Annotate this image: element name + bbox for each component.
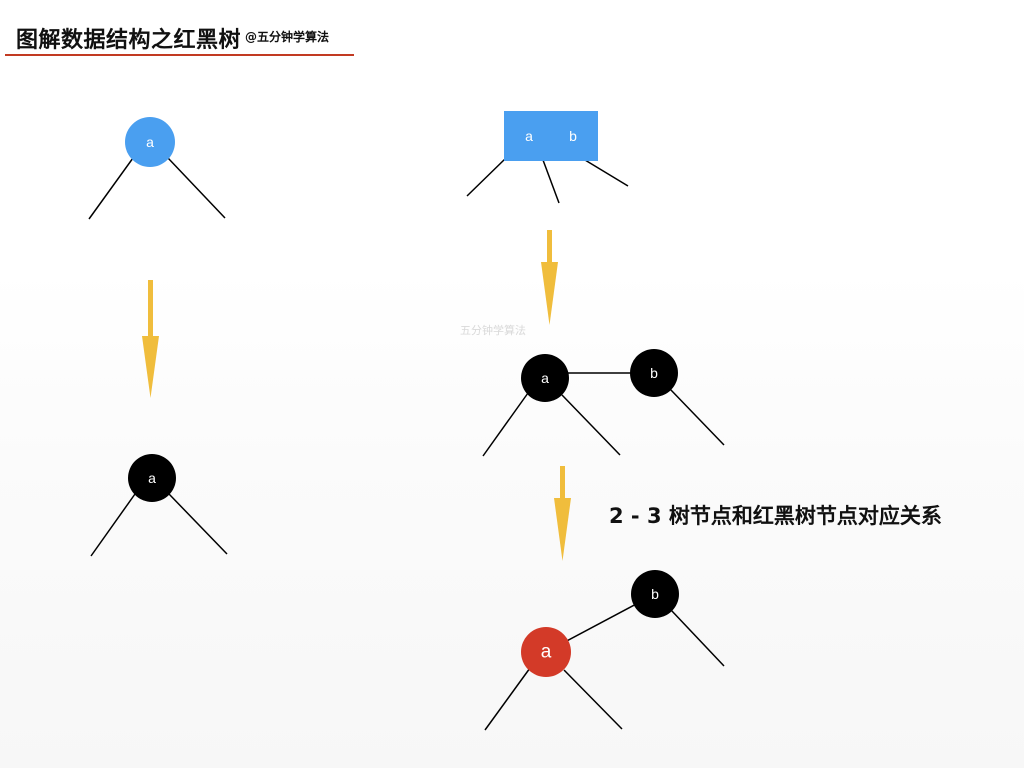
right-top-arrow-head [541, 262, 558, 325]
red-black-group: b a [484, 570, 725, 731]
two-node-group: a [88, 117, 226, 220]
red-a [521, 627, 571, 677]
two-node-right-edge [167, 157, 226, 219]
black-pair-a-left-edge [482, 392, 529, 457]
red-a-right-edge [563, 669, 623, 730]
black-b-right-edge [670, 609, 725, 667]
right-bottom-arrow-head [554, 498, 571, 561]
watermark-text: 五分钟学算法 [460, 324, 526, 337]
left-arrow-head [142, 336, 159, 398]
red-a-label: a [541, 642, 552, 663]
two-node-left-edge [88, 157, 134, 220]
black-pair-a-label: a [541, 370, 549, 386]
black-pair-b [630, 349, 678, 397]
page-subtitle: @五分钟学算法 [245, 30, 330, 44]
black-single-a-label: a [148, 470, 156, 486]
black-pair-group: a b [482, 349, 725, 457]
page-title: 图解数据结构之红黑树 [16, 28, 242, 53]
three-node-left-edge [466, 157, 507, 197]
black-b-final-label: b [651, 586, 659, 602]
black-single-group: a [90, 454, 228, 557]
header-underline [5, 54, 354, 56]
two-node-a [125, 117, 175, 167]
three-node-b-label: b [569, 128, 577, 144]
three-node-box [504, 111, 598, 161]
three-node-group: a b [466, 111, 629, 204]
black-pair-a-right-edge [561, 394, 621, 456]
red-a-left-edge [484, 667, 531, 731]
black-pair-b-label: b [650, 365, 658, 381]
right-bottom-arrow-shaft [560, 466, 565, 500]
three-node-right-edge [584, 159, 629, 187]
header: 图解数据结构之红黑树 @五分钟学算法 [16, 18, 329, 54]
left-arrow-shaft [148, 280, 153, 338]
left-arrow [142, 280, 159, 398]
diagram-caption: 2 - 3 树节点和红黑树节点对应关系 [609, 504, 942, 528]
black-pair-a [521, 354, 569, 402]
black-b-final [631, 570, 679, 618]
black-single-right-edge [168, 493, 228, 555]
two-node-a-label: a [146, 134, 154, 150]
right-top-arrow [541, 230, 558, 325]
black-single-a [128, 454, 176, 502]
black-single-left-edge [90, 493, 136, 557]
right-bottom-arrow [554, 466, 571, 561]
three-node-a-label: a [525, 128, 533, 144]
right-top-arrow-shaft [547, 230, 552, 264]
black-pair-b-right-edge [669, 388, 725, 446]
three-node-middle-edge [542, 159, 560, 204]
